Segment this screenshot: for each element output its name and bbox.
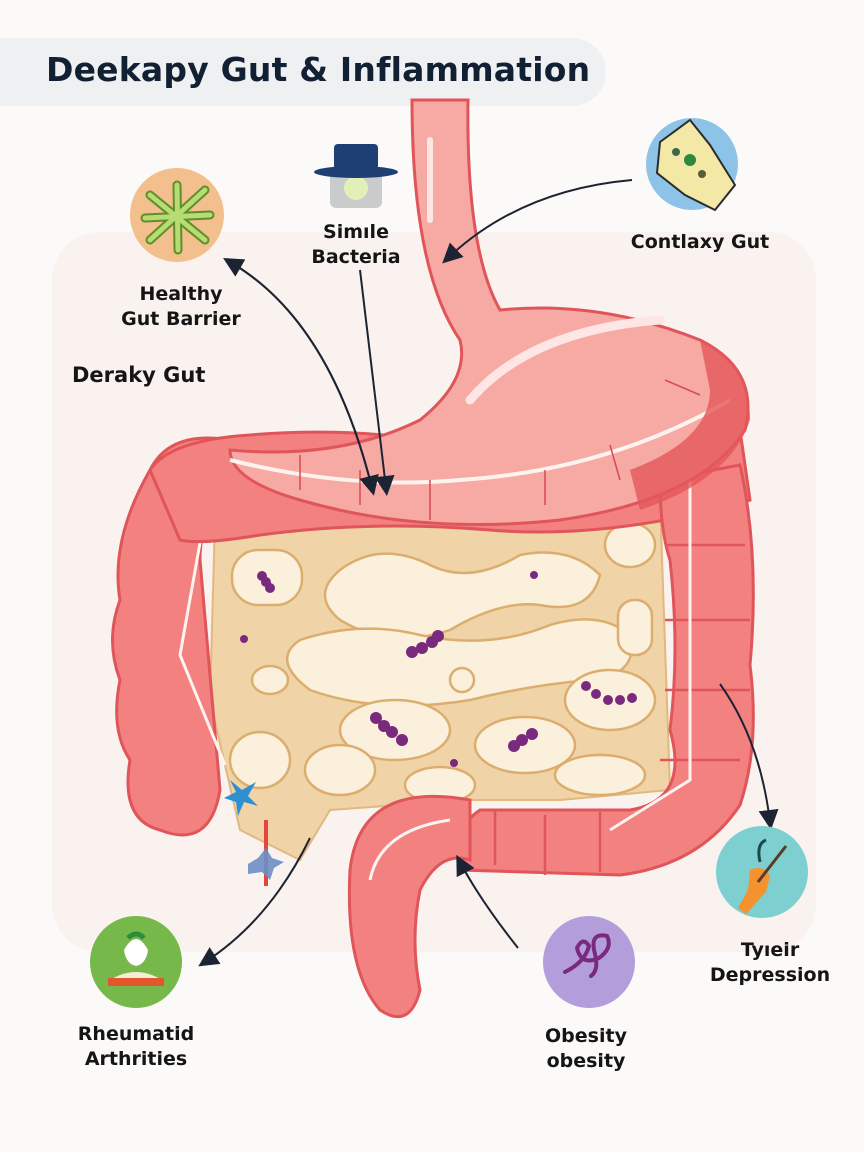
- arrows: [198, 179, 779, 967]
- joint-person-icon: [90, 916, 182, 1008]
- stomach: [228, 98, 750, 526]
- hat-bacteria-icon: [314, 144, 398, 208]
- green-microbe-icon: [130, 168, 224, 262]
- squiggle-icon: [543, 916, 635, 1008]
- intestinal-cell-icon: [646, 118, 738, 212]
- hand-stick-icon: [716, 826, 808, 918]
- leak-marks: [224, 780, 284, 886]
- page-title: Deekapy Gut & Inflammation: [46, 50, 591, 89]
- section-label: Deraky Gut: [72, 363, 206, 387]
- bacteria-clusters: [240, 571, 637, 767]
- callout-label-contlaxy-gut: Contlaxy Gut: [630, 231, 770, 253]
- title-banner: [0, 38, 606, 106]
